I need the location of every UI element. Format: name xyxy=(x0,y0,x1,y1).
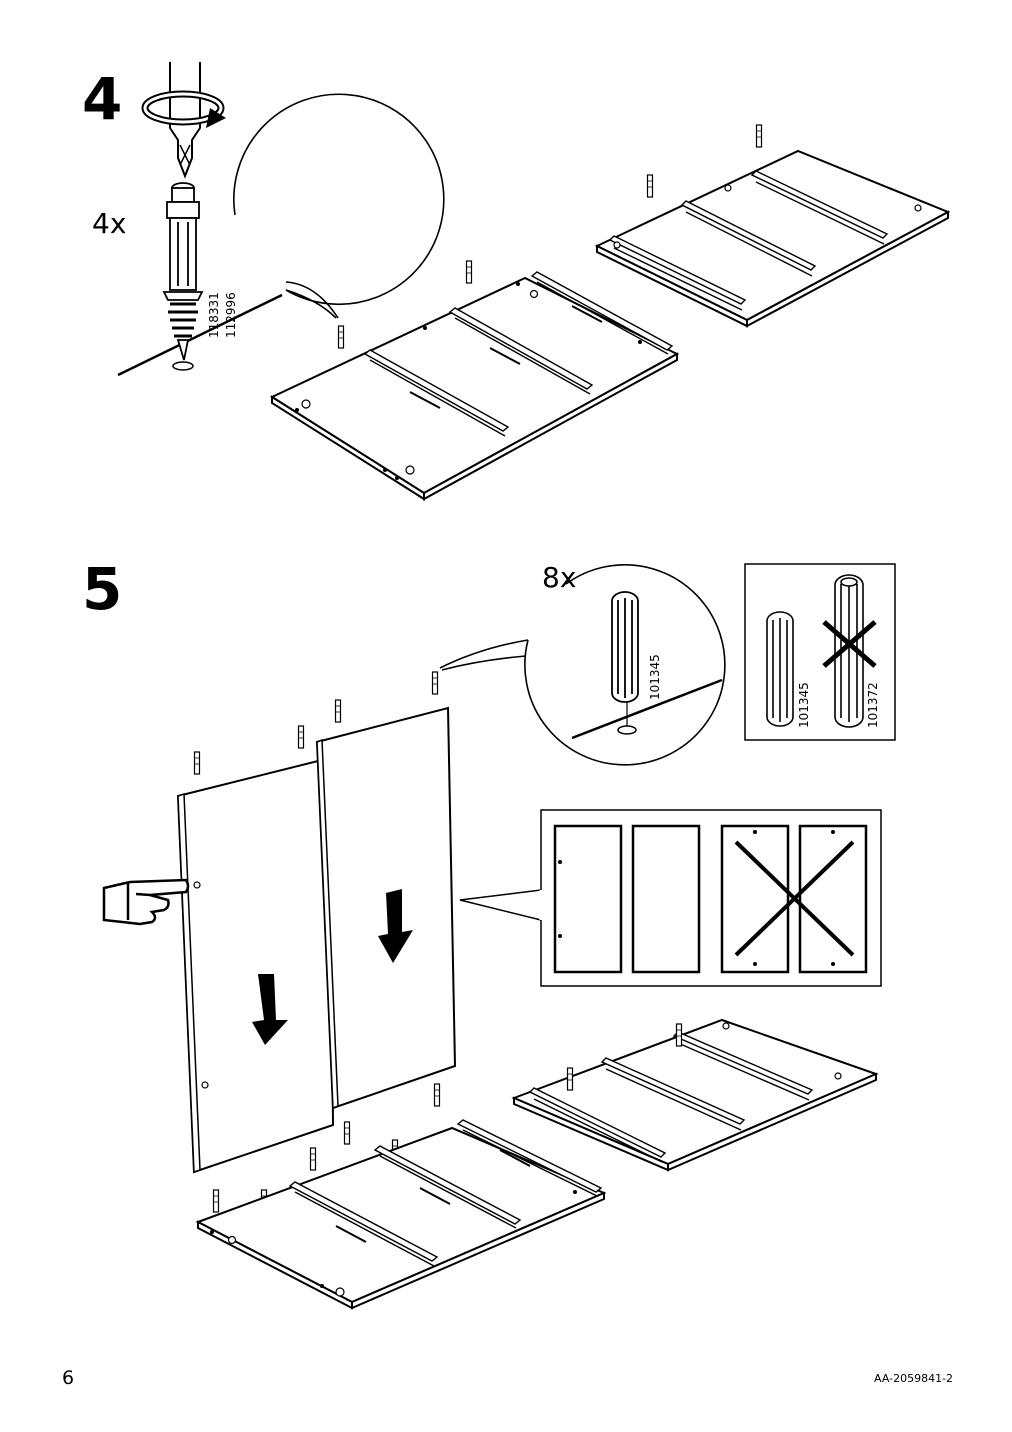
document-code: AA-2059841-2 xyxy=(874,1372,954,1385)
side-panel-right xyxy=(315,706,457,1110)
rotation-arrow-icon xyxy=(141,90,226,128)
step-4-quantity: 4x xyxy=(92,207,127,240)
step-4-detail-circle xyxy=(117,93,445,377)
down-arrow-icon xyxy=(252,889,413,1045)
side-panel-left xyxy=(176,756,335,1174)
cross-mark-icon xyxy=(822,620,877,668)
step-5-quantity: 8x xyxy=(542,561,577,594)
step-4-number: 4 xyxy=(82,65,123,133)
step-4-panel-back xyxy=(594,149,951,328)
wood-dowel-icon xyxy=(611,591,639,726)
pointing-hand-icon xyxy=(102,878,190,926)
top-panel xyxy=(511,1018,879,1172)
cam-dowel-icon xyxy=(162,182,204,361)
panel-cross-mark-icon xyxy=(734,840,855,957)
page-number: 6 xyxy=(62,1367,75,1389)
wrong-dowel-icon xyxy=(834,574,864,728)
step-5-number: 5 xyxy=(82,555,123,623)
step-4-panel-front xyxy=(269,271,680,501)
bottom-panel xyxy=(195,1119,607,1310)
dowel-comparison-box xyxy=(744,563,896,741)
step-5-detail-circle xyxy=(439,564,726,766)
correct-dowel-icon xyxy=(766,611,794,727)
panel-orientation-box xyxy=(459,809,882,987)
